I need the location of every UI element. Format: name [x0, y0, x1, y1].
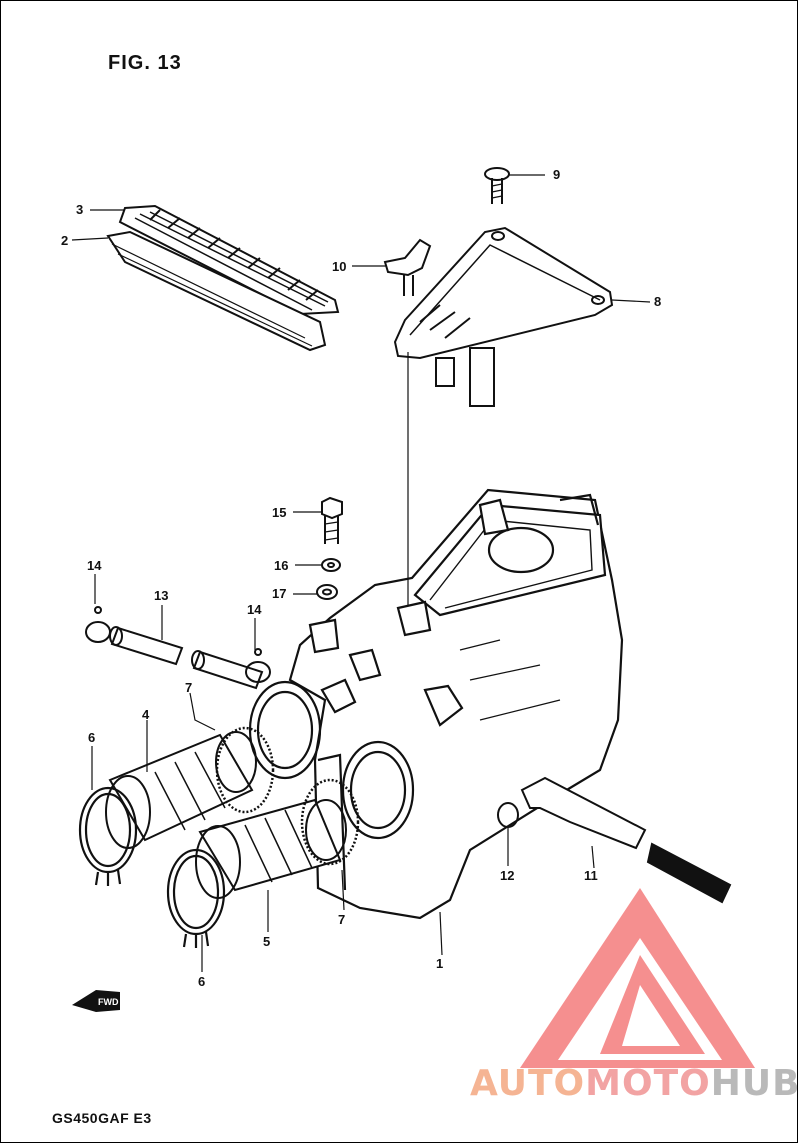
callout-5: 5 — [263, 934, 270, 949]
callout-16: 16 — [274, 558, 288, 573]
part-breather-hose — [85, 606, 271, 690]
callout-12: 12 — [500, 868, 514, 883]
callout-11: 11 — [584, 868, 598, 883]
callout-1: 1 — [436, 956, 443, 971]
callout-4: 4 — [142, 707, 150, 722]
part-wing-bolt — [383, 238, 432, 296]
part-grille-cover — [118, 204, 340, 316]
callout-10: 10 — [332, 259, 346, 274]
fwd-arrow: FWD — [72, 990, 120, 1012]
callout-9: 9 — [553, 167, 560, 182]
part-filter-lid — [393, 226, 614, 407]
watermark-text: AUTOMOTOHUB — [470, 1063, 800, 1104]
part-bolt-washers — [316, 496, 343, 600]
callout-15: 15 — [272, 505, 286, 520]
callout-14a: 14 — [87, 558, 102, 573]
callout-14b: 14 — [247, 602, 262, 617]
part-filter-element — [106, 230, 327, 352]
callout-13: 13 — [154, 588, 168, 603]
part-o-rings — [215, 726, 360, 866]
watermark-auto: AUTO — [470, 1063, 586, 1104]
part-intake-boots — [105, 731, 347, 899]
watermark-logo — [520, 888, 755, 1068]
part-screw — [484, 167, 510, 204]
part-air-cleaner-box — [248, 488, 624, 920]
callout-17: 17 — [272, 586, 286, 601]
callout-2: 2 — [61, 233, 68, 248]
leader-lines — [71, 174, 651, 972]
model-code: GS450GAF E3 — [52, 1110, 152, 1126]
part-drain-hose — [497, 776, 732, 904]
callout-7a: 7 — [185, 680, 192, 695]
figure-title: FIG. 13 — [108, 52, 182, 74]
callout-6b: 6 — [198, 974, 205, 989]
svg-text:FWD: FWD — [98, 997, 119, 1007]
callout-6a: 6 — [88, 730, 95, 745]
callout-8: 8 — [654, 294, 661, 309]
callout-labels: 1 2 3 4 5 6 6 7 7 8 9 10 11 12 13 14 14 … — [61, 167, 661, 989]
watermark-hub: HUB — [710, 1063, 800, 1104]
callout-7b: 7 — [338, 912, 345, 927]
part-hose-clamps — [78, 786, 226, 948]
watermark-moto: MOTO — [585, 1063, 711, 1104]
callout-3: 3 — [76, 202, 83, 217]
